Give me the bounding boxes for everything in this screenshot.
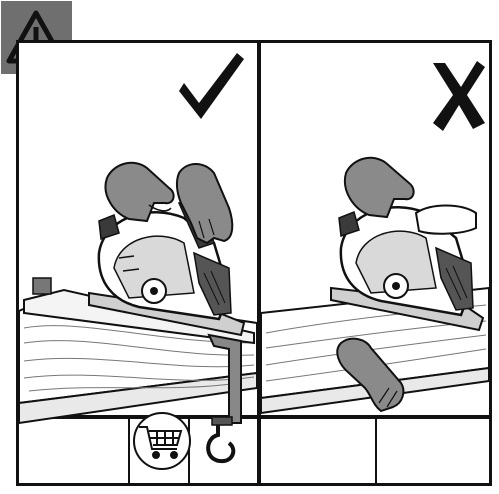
check-mark-icon: [179, 53, 244, 119]
panel-incorrect: [258, 40, 492, 486]
workbench: [261, 415, 489, 483]
cross-mark-icon: [433, 61, 485, 131]
panel-correct: [16, 40, 260, 486]
correct-scene: [19, 43, 257, 483]
incorrect-scene: [261, 43, 489, 483]
